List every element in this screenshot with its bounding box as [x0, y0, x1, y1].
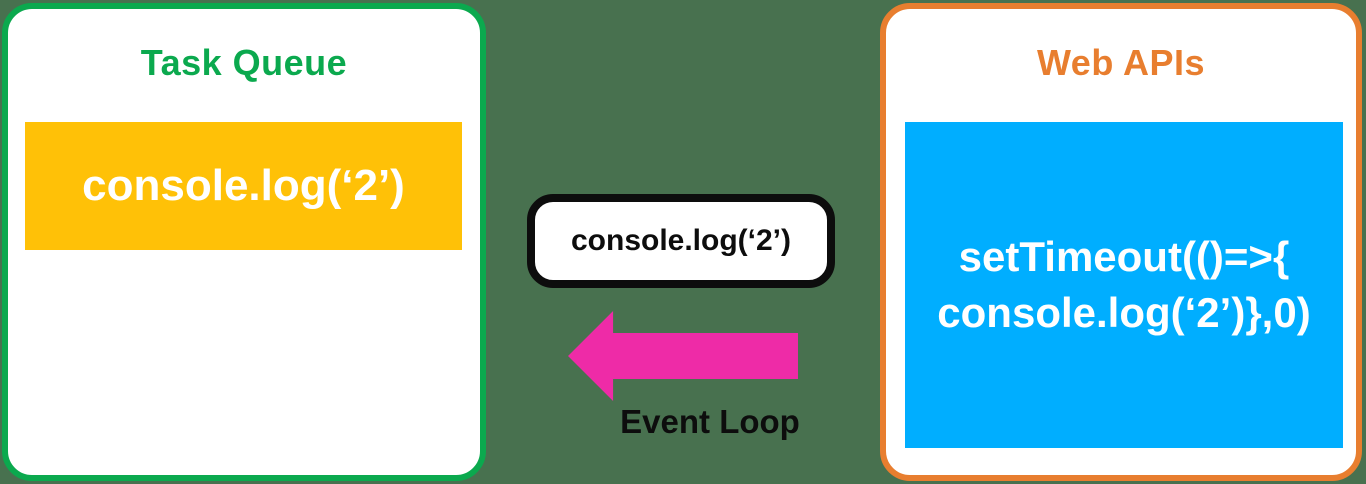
web-apis-title: Web APIs	[1036, 42, 1206, 83]
web-api-task-label: setTimeout(()=>{ console.log(‘2’)},0)	[937, 233, 1311, 336]
web-apis-panel: Web APIs setTimeout(()=>{ console.log(‘2…	[880, 3, 1362, 481]
task-queue-item-label: console.log(‘2’)	[82, 161, 405, 210]
task-queue-item: console.log(‘2’)	[25, 122, 462, 250]
task-queue-panel: Task Queue console.log(‘2’)	[2, 3, 486, 481]
left-arrow-icon	[568, 311, 798, 401]
event-loop-caption: Event Loop	[620, 403, 800, 440]
web-api-task: setTimeout(()=>{ console.log(‘2’)},0)	[905, 122, 1343, 448]
task-queue-title: Task Queue	[140, 42, 348, 83]
event-loop-message-box: console.log(‘2’)	[527, 194, 835, 288]
event-loop-message-label: console.log(‘2’)	[570, 224, 792, 257]
